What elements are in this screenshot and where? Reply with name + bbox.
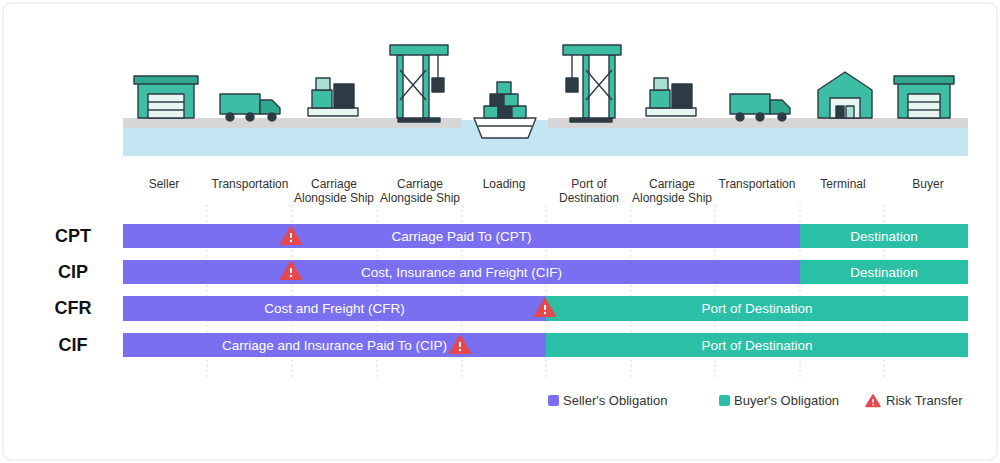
card-border [3,3,997,460]
stage-label: Carriage Alongside Ship [376,177,464,205]
cargo-boxes-icon [646,78,696,116]
terminal-building-icon [818,72,872,118]
legend-swatch [548,395,559,406]
risk-transfer-icon [535,299,555,316]
stage-label: Loading [460,177,548,191]
stage-label: Buyer [884,177,972,191]
bar-label: Carriage and Insurance Paid To (CIP) [222,338,447,353]
bar-label: Destination [850,229,918,244]
stage-label: Terminal [799,177,887,191]
legend-text: Seller's Obligation [563,393,667,409]
incoterm-code: CIF [38,334,108,356]
stage-label: Carriage Alongside Ship [628,177,716,205]
bar-label: Cost and Freight (CFR) [264,301,404,316]
buyer-building-icon [894,76,954,118]
risk-transfer-icon [281,227,301,244]
crane-icon [563,45,621,122]
seller-obligation-bar: Cost, Insurance and Freight (CIF) [123,260,800,284]
risk-transfer-icon [281,262,301,279]
buyer-obligation-bar: Destination [800,260,968,284]
seller-obligation-bar: Carriage and Insurance Paid To (CIP) [123,333,546,357]
bar-label: Carriage Paid To (CPT) [391,229,531,244]
truck-icon [730,94,790,121]
buyer-obligation-bar: Port of Destination [546,333,968,357]
buyer-obligation-bar: Port of Destination [546,296,968,321]
ship-icon [474,82,536,138]
bar-label: Port of Destination [701,338,812,353]
seller-obligation-bar: Cost and Freight (CFR) [123,296,546,321]
ground [123,118,462,128]
legend-text: Buyer's Obligation [734,393,839,409]
bar-label: Cost, Insurance and Freight (CIF) [361,265,562,280]
incoterm-code: CFR [38,297,108,319]
bar-label: Destination [850,265,918,280]
stage-label: Seller [120,177,208,191]
legend-risk-icon [866,395,880,407]
incoterm-code: CIP [38,261,108,283]
crane-icon [390,45,448,122]
truck-icon [220,94,280,121]
buyer-obligation-bar: Destination [800,224,968,248]
bar-label: Port of Destination [701,301,812,316]
stage-label: Transportation [206,177,294,191]
stage-label: Port of Destination [545,177,633,205]
legend-swatch [719,395,730,406]
seller-obligation-bar: Carriage Paid To (CPT) [123,224,800,248]
cargo-boxes-icon [308,78,358,116]
stage-label: Carriage Alongside Ship [290,177,378,205]
incoterm-code: CPT [38,225,108,247]
stage-label: Transportation [713,177,801,191]
seller-building-icon [134,76,198,118]
risk-transfer-icon [450,336,470,353]
legend-text: Risk Transfer [886,393,963,409]
